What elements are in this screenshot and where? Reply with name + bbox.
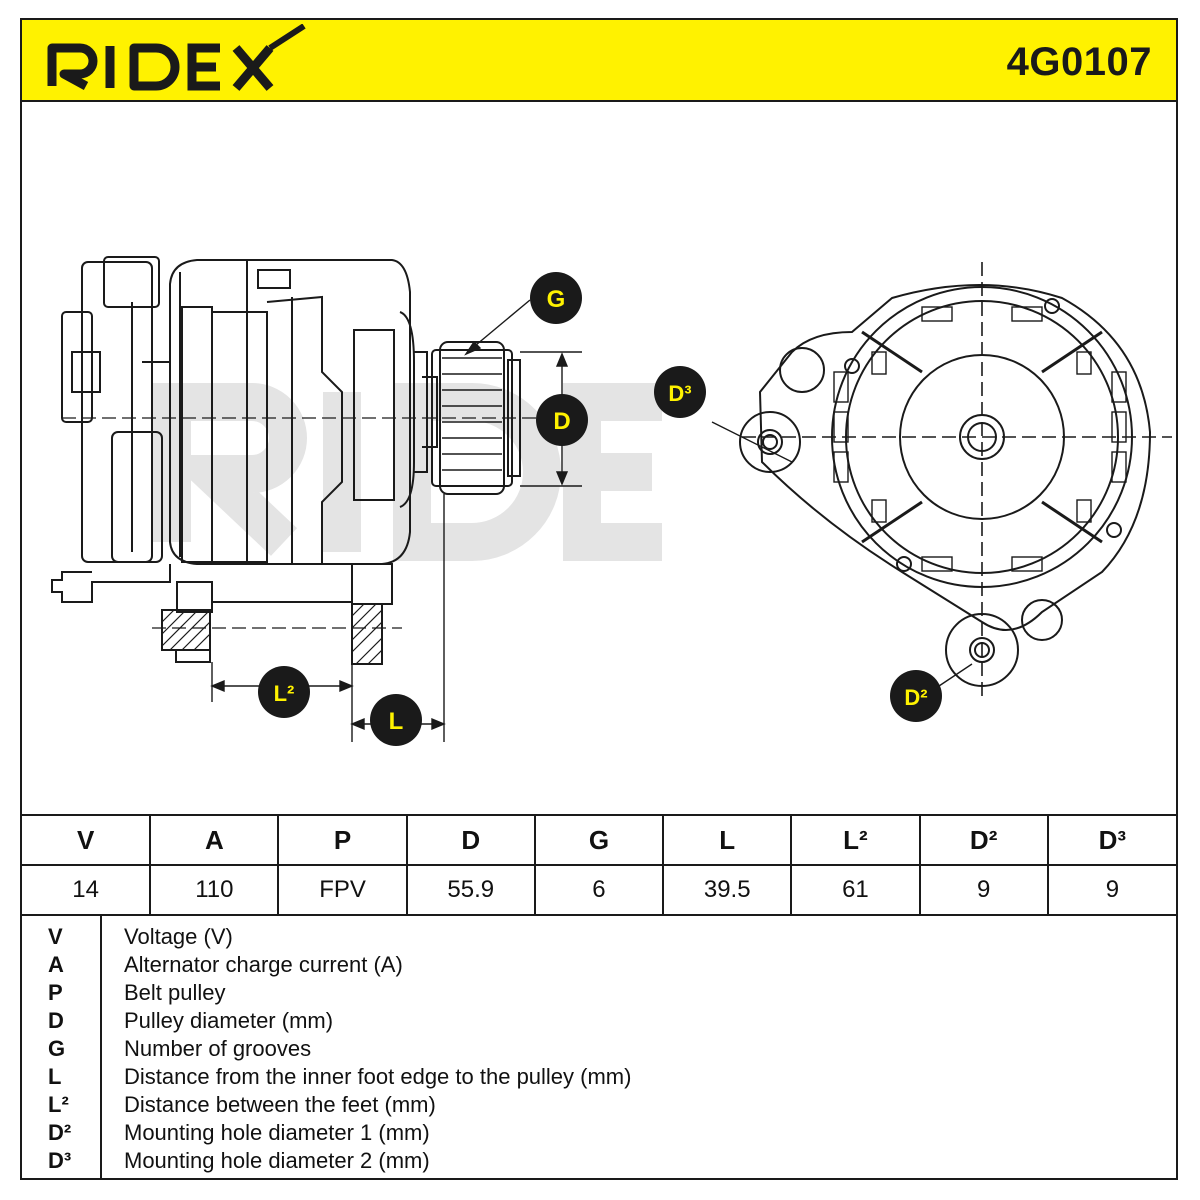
legend-symbol: D²	[48, 1120, 72, 1145]
part-number: 4G0107	[1006, 40, 1152, 84]
callout-g-label: G	[547, 286, 566, 313]
spec-table: V A P D G L L² D² D³ 14 110 FPV 55.9 6 3…	[22, 814, 1176, 916]
spec-value-d2: 9	[918, 864, 1049, 916]
spec-header-d: D	[405, 814, 536, 866]
spec-value-v: 14	[22, 864, 152, 916]
spec-header-g: G	[533, 814, 665, 866]
legend-symbol: L²	[48, 1092, 69, 1117]
spec-header-v: V	[22, 814, 152, 866]
legend-divider	[100, 914, 102, 1180]
callout-badge-g: G	[530, 272, 582, 324]
callout-badge-d3: D³	[654, 366, 706, 418]
callout-badge-l2: L²	[258, 666, 310, 718]
ridex-logo	[47, 24, 306, 91]
mounting-ear-d2	[945, 613, 1019, 687]
legend-row: G Number of grooves	[22, 1036, 1176, 1064]
legend-row: D² Mounting hole diameter 1 (mm)	[22, 1120, 1176, 1148]
spec-value-d3: 9	[1046, 864, 1176, 916]
legend-row: D³ Mounting hole diameter 2 (mm)	[22, 1148, 1176, 1176]
legend-symbol: V	[48, 924, 63, 949]
legend-description: Alternator charge current (A)	[124, 952, 403, 977]
spec-header-a: A	[149, 814, 280, 866]
legend-row: P Belt pulley	[22, 980, 1176, 1008]
alternator-front-view	[711, 262, 1172, 702]
spec-value-row: 14 110 FPV 55.9 6 39.5 61 9 9	[22, 864, 1176, 916]
legend-symbol: D³	[48, 1148, 72, 1173]
legend-description: Voltage (V)	[124, 924, 233, 949]
legend-symbol: G	[48, 1036, 66, 1061]
dimension-lines	[210, 299, 582, 742]
spec-value-g: 6	[533, 864, 665, 916]
legend-row: D Pulley diameter (mm)	[22, 1008, 1176, 1036]
legend-row: L Distance from the inner foot edge to t…	[22, 1064, 1176, 1092]
legend-description: Pulley diameter (mm)	[124, 1008, 334, 1033]
spec-header-d2: D²	[918, 814, 1049, 866]
callout-badge-d: D	[536, 394, 588, 446]
legend-description: Distance between the feet (mm)	[124, 1092, 436, 1117]
alternator-technical-drawing: G D D³ D² L² L	[51, 256, 1172, 746]
mounting-foot-rear	[161, 609, 211, 651]
legend: V Voltage (V) A Alternator charge curren…	[22, 914, 1176, 1180]
spec-header-p: P	[277, 814, 408, 866]
spec-header-row: V A P D G L L² D² D³	[22, 814, 1176, 866]
legend-description: Number of grooves	[124, 1036, 312, 1061]
page-frame: 4G0107	[20, 18, 1178, 1180]
callout-badge-l: L	[370, 694, 422, 746]
callout-d2-label: D²	[904, 685, 927, 710]
legend-description: Belt pulley	[124, 980, 226, 1005]
callout-d-label: D	[553, 408, 570, 435]
alternator-side-view	[51, 256, 542, 665]
mounting-ear-d3	[739, 411, 801, 473]
legend-symbol: P	[48, 980, 63, 1005]
callout-l2-label: L²	[274, 681, 295, 706]
spec-value-p: FPV	[277, 864, 408, 916]
spec-header-l2: L²	[790, 814, 921, 866]
legend-description: Mounting hole diameter 2 (mm)	[124, 1148, 430, 1173]
spec-header-l: L	[662, 814, 793, 866]
legend-row: L² Distance between the feet (mm)	[22, 1092, 1176, 1120]
spec-header-d3: D³	[1046, 814, 1176, 866]
legend-symbol: L	[48, 1064, 62, 1089]
legend-description: Distance from the inner foot edge to the…	[124, 1064, 632, 1089]
legend-symbol: A	[48, 952, 64, 977]
header-bar: 4G0107	[22, 20, 1176, 102]
callout-badge-d2: D²	[890, 670, 942, 722]
callout-d3-label: D³	[668, 381, 691, 406]
legend-description: Mounting hole diameter 1 (mm)	[124, 1120, 430, 1145]
spec-value-l: 39.5	[662, 864, 793, 916]
callout-l-label: L	[389, 708, 404, 735]
spec-value-d: 55.9	[405, 864, 536, 916]
spec-value-a: 110	[149, 864, 280, 916]
spec-value-l2: 61	[790, 864, 921, 916]
legend-row: V Voltage (V)	[22, 924, 1176, 952]
legend-row: A Alternator charge current (A)	[22, 952, 1176, 980]
legend-symbol: D	[48, 1008, 64, 1033]
mounting-foot-front	[351, 603, 383, 665]
